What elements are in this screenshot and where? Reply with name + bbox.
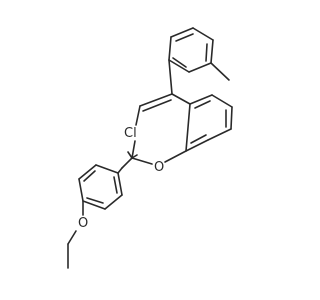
bond (78, 178, 84, 202)
bond (188, 62, 212, 73)
bond (210, 62, 230, 81)
bond (104, 194, 123, 210)
bond (168, 36, 172, 61)
bond (207, 128, 232, 141)
bond (170, 27, 194, 38)
bond (190, 134, 207, 144)
bond (117, 167, 123, 174)
bond (131, 140, 136, 159)
oxygen-ether-label: O (78, 216, 88, 231)
bond (185, 103, 191, 152)
bond (135, 105, 141, 126)
bond (121, 157, 133, 169)
bond (131, 157, 153, 165)
bond (230, 106, 233, 130)
bond (211, 94, 233, 108)
molecule-structure: Cl O O (67, 27, 233, 269)
bond (172, 57, 187, 68)
bond (210, 39, 214, 64)
bond (171, 93, 191, 105)
bond (194, 100, 211, 109)
bond (205, 43, 208, 62)
bond (192, 27, 214, 41)
bond (164, 150, 187, 163)
bond (95, 164, 119, 174)
oxygen-ring-label: O (154, 160, 164, 175)
bond (175, 33, 194, 42)
bond (185, 139, 209, 152)
bond (139, 93, 173, 107)
bond (113, 176, 118, 194)
bond (189, 94, 213, 105)
bond (142, 99, 172, 112)
bond (82, 200, 106, 210)
chlorine-label: Cl (124, 126, 137, 141)
bond (168, 59, 173, 95)
bond (67, 230, 77, 245)
bond (86, 197, 104, 204)
bond-lines (67, 27, 233, 269)
bond (83, 170, 96, 182)
bond (127, 151, 133, 159)
bond (78, 164, 97, 180)
bond (168, 59, 190, 73)
bond (117, 172, 123, 196)
